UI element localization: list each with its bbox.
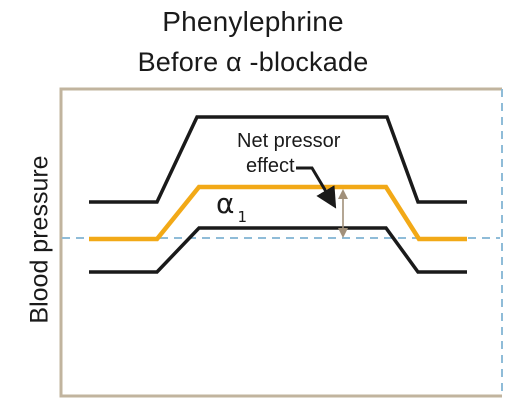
net-pressor-effect-arrow [338,189,348,238]
alpha-subscript: 1 [237,208,247,226]
alpha-symbol: α [216,187,234,220]
plot-frame [59,87,502,398]
annotation-line-2: effect [246,155,295,177]
diagram-subtitle: Before α -blockade [137,47,369,77]
alpha1-trace [89,184,467,242]
upper-pressure-trace [89,115,467,204]
annotation-pointer-arrow [296,166,337,209]
annotation-line-1: Net pressor [237,130,341,152]
middle-pressure-trace [89,226,467,274]
diagram-title: Phenylephrine [162,6,344,37]
